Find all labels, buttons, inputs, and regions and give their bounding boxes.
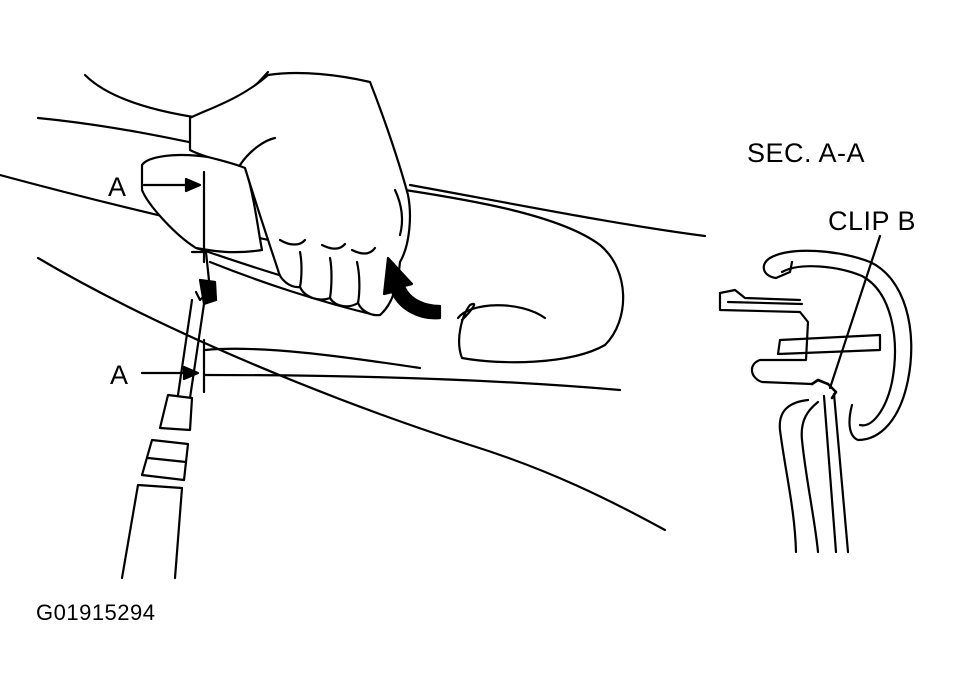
panel-bottom-edge [203, 347, 422, 370]
curved-arrow-shaft [382, 256, 442, 320]
tool-handle [120, 483, 184, 580]
trim-lower-band-2 [208, 260, 377, 317]
finger-gap-2 [328, 256, 333, 300]
tool-ferrule-band [146, 456, 188, 464]
tool-shaft [176, 298, 206, 400]
clip-label: CLIP B [828, 206, 917, 236]
trim-section-top-hook [762, 256, 794, 280]
section-arrowhead-bottom [182, 365, 200, 381]
seal-left-inner [800, 400, 820, 554]
section-point-label-bottom: A [110, 360, 129, 390]
knuckle-line-1 [278, 238, 307, 246]
retainer-bar [776, 333, 882, 356]
tool-blade-section-right [832, 392, 850, 554]
tool-collar [158, 393, 194, 432]
wrist-crease [238, 136, 277, 167]
tool-blade-section-left [822, 394, 838, 554]
seal-left-outer [778, 398, 810, 554]
trim-section-inner [780, 265, 897, 427]
panel-lower-sweep [36, 256, 667, 532]
finger-gap-3 [355, 260, 361, 305]
finger-gap-1 [298, 250, 303, 289]
trim-tool-illustration [120, 250, 218, 580]
thumb-crease [393, 188, 404, 237]
section-line-a-a [140, 170, 206, 394]
trim-outline [140, 153, 264, 254]
recess-outline [403, 188, 625, 364]
section-point-label-top: A [108, 172, 127, 202]
section-title: SEC. A-A [747, 138, 866, 168]
hand-illustration [83, 70, 412, 317]
clip-b-leader [828, 234, 882, 390]
hand-outline [188, 71, 412, 317]
door-frame-hook [718, 288, 802, 302]
recess-inner-lip [456, 304, 547, 320]
figure-id: G01915294 [36, 600, 156, 625]
section-detail [718, 234, 913, 554]
panel-upper-sweep [408, 183, 707, 238]
tool-tip-clip [198, 278, 218, 306]
panel-lower-line [203, 373, 622, 392]
knuckle-line-3 [350, 246, 377, 255]
section-arrowhead-top [184, 177, 202, 193]
door-frame-section [718, 291, 814, 386]
trim-section-outer [768, 249, 913, 442]
curved-arrow-icon [382, 256, 442, 320]
door-frame-inner [726, 300, 804, 306]
knuckle-line-2 [320, 242, 347, 250]
